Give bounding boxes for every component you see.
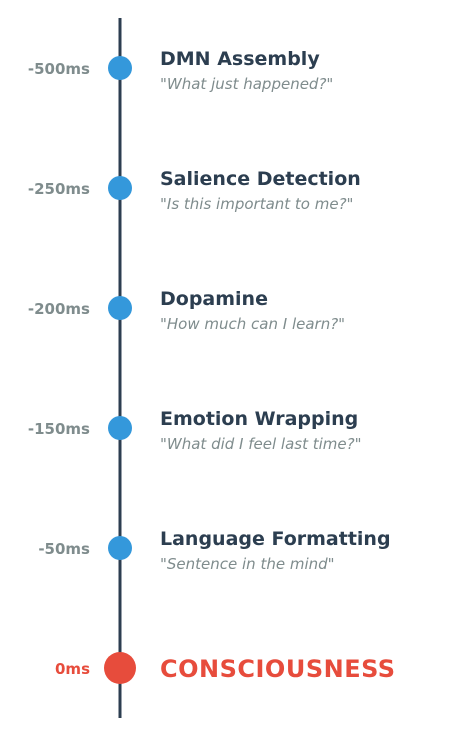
final-event-node bbox=[104, 652, 136, 684]
timeline-event: -500ms DMN Assembly "What just happened?… bbox=[28, 48, 333, 93]
final-event-title: CONSCIOUSNESS bbox=[160, 655, 396, 683]
event-quote: "What just happened?" bbox=[160, 75, 333, 93]
timeline-event: -200ms Dopamine "How much can I learn?" bbox=[28, 288, 345, 333]
event-time: -250ms bbox=[28, 180, 90, 198]
timeline-event: -250ms Salience Detection "Is this impor… bbox=[28, 168, 361, 213]
event-title: Dopamine bbox=[160, 288, 268, 310]
timeline-event: -50ms Language Formatting "Sentence in t… bbox=[38, 528, 390, 573]
event-time: -150ms bbox=[28, 420, 90, 438]
timeline-final-event: 0ms CONSCIOUSNESS bbox=[55, 652, 396, 684]
event-quote: "Is this important to me?" bbox=[160, 195, 353, 213]
event-title: Emotion Wrapping bbox=[160, 408, 358, 430]
event-node bbox=[108, 296, 132, 320]
final-event-time: 0ms bbox=[55, 660, 90, 678]
event-title: Language Formatting bbox=[160, 528, 391, 550]
event-quote: "What did I feel last time?" bbox=[160, 435, 362, 453]
timeline-event: -150ms Emotion Wrapping "What did I feel… bbox=[28, 408, 362, 453]
event-quote: "How much can I learn?" bbox=[160, 315, 345, 333]
event-node bbox=[108, 56, 132, 80]
event-title: Salience Detection bbox=[160, 168, 361, 190]
event-time: -50ms bbox=[38, 540, 90, 558]
event-time: -200ms bbox=[28, 300, 90, 318]
event-node bbox=[108, 536, 132, 560]
event-time: -500ms bbox=[28, 60, 90, 78]
event-node bbox=[108, 416, 132, 440]
event-quote: "Sentence in the mind" bbox=[160, 555, 335, 573]
event-node bbox=[108, 176, 132, 200]
event-title: DMN Assembly bbox=[160, 48, 320, 70]
